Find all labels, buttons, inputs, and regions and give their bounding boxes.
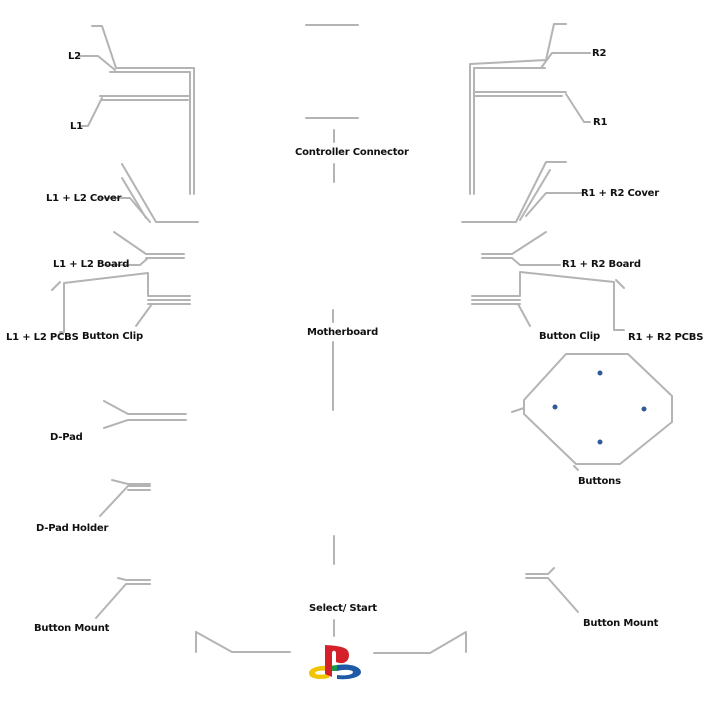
- l1l2-cover-part: [121, 163, 199, 223]
- dpad-holder-part: [111, 479, 151, 485]
- label-motherboard: Motherboard: [307, 327, 379, 338]
- button-mount-left-leader: [95, 583, 151, 619]
- dpad-holder-leader: [99, 485, 151, 517]
- label-l1l2-pcbs: L1 + L2 PCBS: [6, 332, 79, 343]
- dpad-leader: [103, 400, 187, 415]
- label-r1r2-board: R1 + R2 Board: [562, 259, 641, 270]
- l1-leader: [79, 97, 103, 127]
- buttons-part-outline: [523, 353, 673, 465]
- leader-lines: [51, 23, 673, 654]
- label-button-mount-left: Button Mount: [34, 623, 110, 634]
- r1-leader: [565, 93, 591, 123]
- l2-part-outline: [91, 25, 195, 195]
- button-dot-bottom: [597, 439, 603, 445]
- r2-part-outline: [469, 23, 567, 195]
- label-r1r2-pcbs: R1 + R2 PCBS: [628, 332, 703, 343]
- logo-p-red: [325, 645, 349, 677]
- l2-part-inner: [109, 71, 191, 195]
- logo-s-yellow: [309, 665, 329, 679]
- r1r2-board-leader: [511, 257, 561, 266]
- label-r1r2-cover: R1 + R2 Cover: [581, 188, 659, 199]
- button-mount-right-part: [525, 567, 555, 575]
- label-controller-connector: Controller Connector: [295, 147, 409, 158]
- r1r2-pcbs-leader: [471, 271, 625, 331]
- l1l2-board-part: [113, 231, 185, 255]
- label-dpad-holder: D-Pad Holder: [36, 523, 109, 534]
- dpad-part: [103, 419, 187, 429]
- logo-s-blue: [337, 664, 361, 680]
- l1l2-board-leader: [103, 257, 149, 266]
- label-l1: L1: [70, 121, 83, 132]
- label-button-clip-right: Button Clip: [539, 331, 600, 342]
- r2-part-inner: [473, 67, 546, 195]
- label-button-mount-right: Button Mount: [583, 618, 659, 629]
- label-l1l2-cover: L1 + L2 Cover: [46, 193, 122, 204]
- button-dot-left: [552, 404, 558, 410]
- button-mount-left-part: [117, 577, 151, 581]
- button-clip-left-leader: [135, 303, 153, 327]
- l2-leader: [79, 55, 116, 71]
- bottom-shell-right: [373, 631, 467, 654]
- label-l2: L2: [68, 51, 81, 62]
- r1r2-cover-leader: [525, 192, 583, 217]
- buttons-tick: [511, 407, 525, 413]
- r1r2-cover-part: [461, 161, 567, 223]
- r1r2-cover-part-2: [519, 169, 551, 221]
- button-dot-top: [597, 370, 603, 376]
- bottom-shell-left: [195, 631, 291, 653]
- button-mount-right-leader: [525, 577, 579, 613]
- button-dot-right: [641, 406, 647, 412]
- button-clip-right-leader: [517, 303, 531, 327]
- r1r2-pcbs-tick: [615, 279, 625, 289]
- r1r2-board-part: [481, 231, 547, 255]
- l1l2-pcbs-tick: [51, 281, 61, 291]
- l1l2-cover-part-2: [121, 177, 147, 219]
- label-dpad: D-Pad: [50, 432, 83, 443]
- l1l2-pcbs-leader: [59, 272, 191, 333]
- label-l1l2-board: L1 + L2 Board: [53, 259, 130, 270]
- label-buttons: Buttons: [578, 476, 621, 487]
- buttons-leader: [573, 465, 579, 471]
- exploded-controller-diagram: L2 L1 R2 R1 Controller Connector L1 + L2…: [6, 23, 703, 680]
- label-button-clip-left: Button Clip: [82, 331, 143, 342]
- label-select-start: Select/ Start: [309, 603, 377, 614]
- label-r1: R1: [593, 117, 608, 128]
- label-r2: R2: [592, 48, 607, 59]
- playstation-logo-icon: [309, 645, 361, 680]
- r2-leader: [540, 52, 591, 69]
